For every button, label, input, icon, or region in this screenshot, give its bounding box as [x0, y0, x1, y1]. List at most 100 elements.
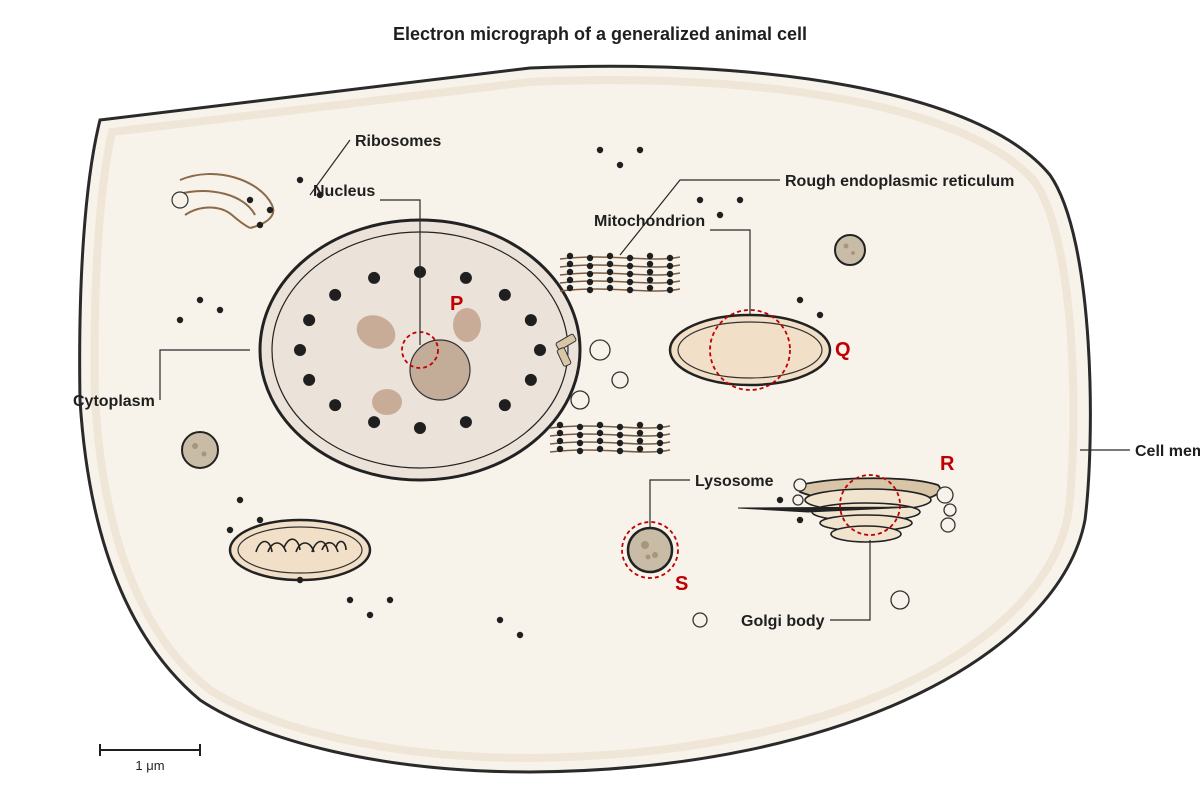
er-ribosome: [566, 260, 574, 268]
label-ribosomes: Ribosomes: [355, 133, 441, 150]
er-ribosome: [596, 437, 604, 445]
er-ribosome: [576, 431, 584, 439]
leader-ribosomes: [309, 139, 351, 196]
mitochondrion: [668, 313, 832, 387]
nuclear-pore: [498, 399, 511, 412]
er-ribosome: [656, 439, 664, 447]
er-ribosome: [666, 278, 674, 286]
ribosome-dot: [636, 146, 644, 154]
nucleolus: [409, 339, 471, 401]
cytoskeleton-filament: [171, 173, 275, 229]
label-rough-er: Rough endoplasmic reticulum: [785, 173, 1014, 190]
er-ribosome: [646, 276, 654, 284]
nuclear-pore: [329, 399, 342, 412]
er-ribosome: [606, 260, 614, 268]
label-cytoplasm: Cytoplasm: [73, 393, 155, 410]
er-ribosome: [566, 284, 574, 292]
er-ribosome: [626, 262, 634, 270]
er-ribosome: [576, 439, 584, 447]
er-ribosome: [606, 276, 614, 284]
ribosome-dot: [226, 526, 234, 534]
nuclear-pore: [414, 422, 426, 434]
er-ribosome: [656, 431, 664, 439]
er-ribosome: [566, 276, 574, 284]
er-ribosome: [616, 423, 624, 431]
leader-rough-er: [619, 179, 780, 256]
ribosome-dot: [316, 191, 324, 199]
vesicles: [570, 339, 957, 628]
marker-q-circle: [709, 309, 791, 391]
nuclear-pore: [294, 344, 306, 356]
er-ribosome: [666, 286, 674, 294]
ribosome-dot: [616, 161, 624, 169]
er-ribosome: [596, 445, 604, 453]
nuclear-pore: [459, 271, 472, 284]
label-nucleus: Nucleus: [313, 183, 375, 200]
er-ribosome: [586, 286, 594, 294]
ribosome-dot: [246, 196, 254, 204]
er-ribosome: [636, 437, 644, 445]
leader-nucleus: [380, 199, 421, 345]
ribosome-dot: [796, 296, 804, 304]
ribosome-dot: [216, 306, 224, 314]
er-ribosome: [636, 445, 644, 453]
er-ribosome: [646, 260, 654, 268]
er-ribosome: [656, 447, 664, 455]
er-ribosome: [586, 270, 594, 278]
ribosome-dot: [386, 596, 394, 604]
er-ribosome: [646, 268, 654, 276]
er-ribosome: [646, 252, 654, 260]
er-ribosome: [596, 429, 604, 437]
rough-er-lower: [549, 421, 671, 455]
ribosome-dot: [196, 296, 204, 304]
ribosome-dot: [716, 211, 724, 219]
granule-left: [181, 431, 219, 469]
er-ribosome: [556, 421, 564, 429]
label-golgi: Golgi body: [741, 613, 825, 630]
cell-cortex: [90, 76, 1078, 763]
er-ribosome: [616, 447, 624, 455]
leader-lysosome: [649, 479, 690, 528]
ribosome-dot: [696, 196, 704, 204]
er-ribosome: [566, 252, 574, 260]
mitochondrion-outer: [668, 313, 832, 387]
er-ribosome: [626, 270, 634, 278]
ribosome-dot: [776, 496, 784, 504]
ribosome-dot: [266, 206, 274, 214]
er-ribosome: [576, 447, 584, 455]
lysosome: [626, 526, 674, 574]
er-ribosome: [556, 445, 564, 453]
er-ribosome: [626, 286, 634, 294]
leader-mitochondrion: [710, 229, 751, 315]
free-ribosomes: [176, 146, 824, 639]
ribosome-dot: [366, 611, 374, 619]
er-ribosome: [556, 429, 564, 437]
chromatin: [372, 389, 402, 415]
ribosome-dot: [596, 146, 604, 154]
nuclear-pore: [368, 416, 381, 429]
marker-q: Q: [835, 339, 851, 361]
ribosome-dot: [496, 616, 504, 624]
er-ribosome: [606, 284, 614, 292]
label-lysosome: Lysosome: [695, 473, 774, 490]
marker-p: P: [450, 293, 463, 315]
nucleus: [258, 218, 582, 482]
ribosome-dot: [346, 596, 354, 604]
er-ribosome: [616, 431, 624, 439]
nuclear-pore: [524, 314, 537, 327]
scale-bar: 1 μm: [99, 744, 201, 773]
nuclear-pore: [303, 314, 316, 327]
granule-right: [834, 234, 866, 266]
marker-s: S: [675, 573, 688, 595]
nuclear-pore: [329, 288, 342, 301]
ribosome-dot: [816, 311, 824, 319]
ribosome-dot: [256, 516, 264, 524]
mitochondrion-inner: [677, 321, 823, 379]
leader-cytoplasm: [159, 349, 250, 400]
er-ribosome: [576, 423, 584, 431]
nuclear-pore: [524, 373, 537, 386]
mitochondrion-secondary: [228, 518, 372, 582]
er-ribosome: [666, 254, 674, 262]
